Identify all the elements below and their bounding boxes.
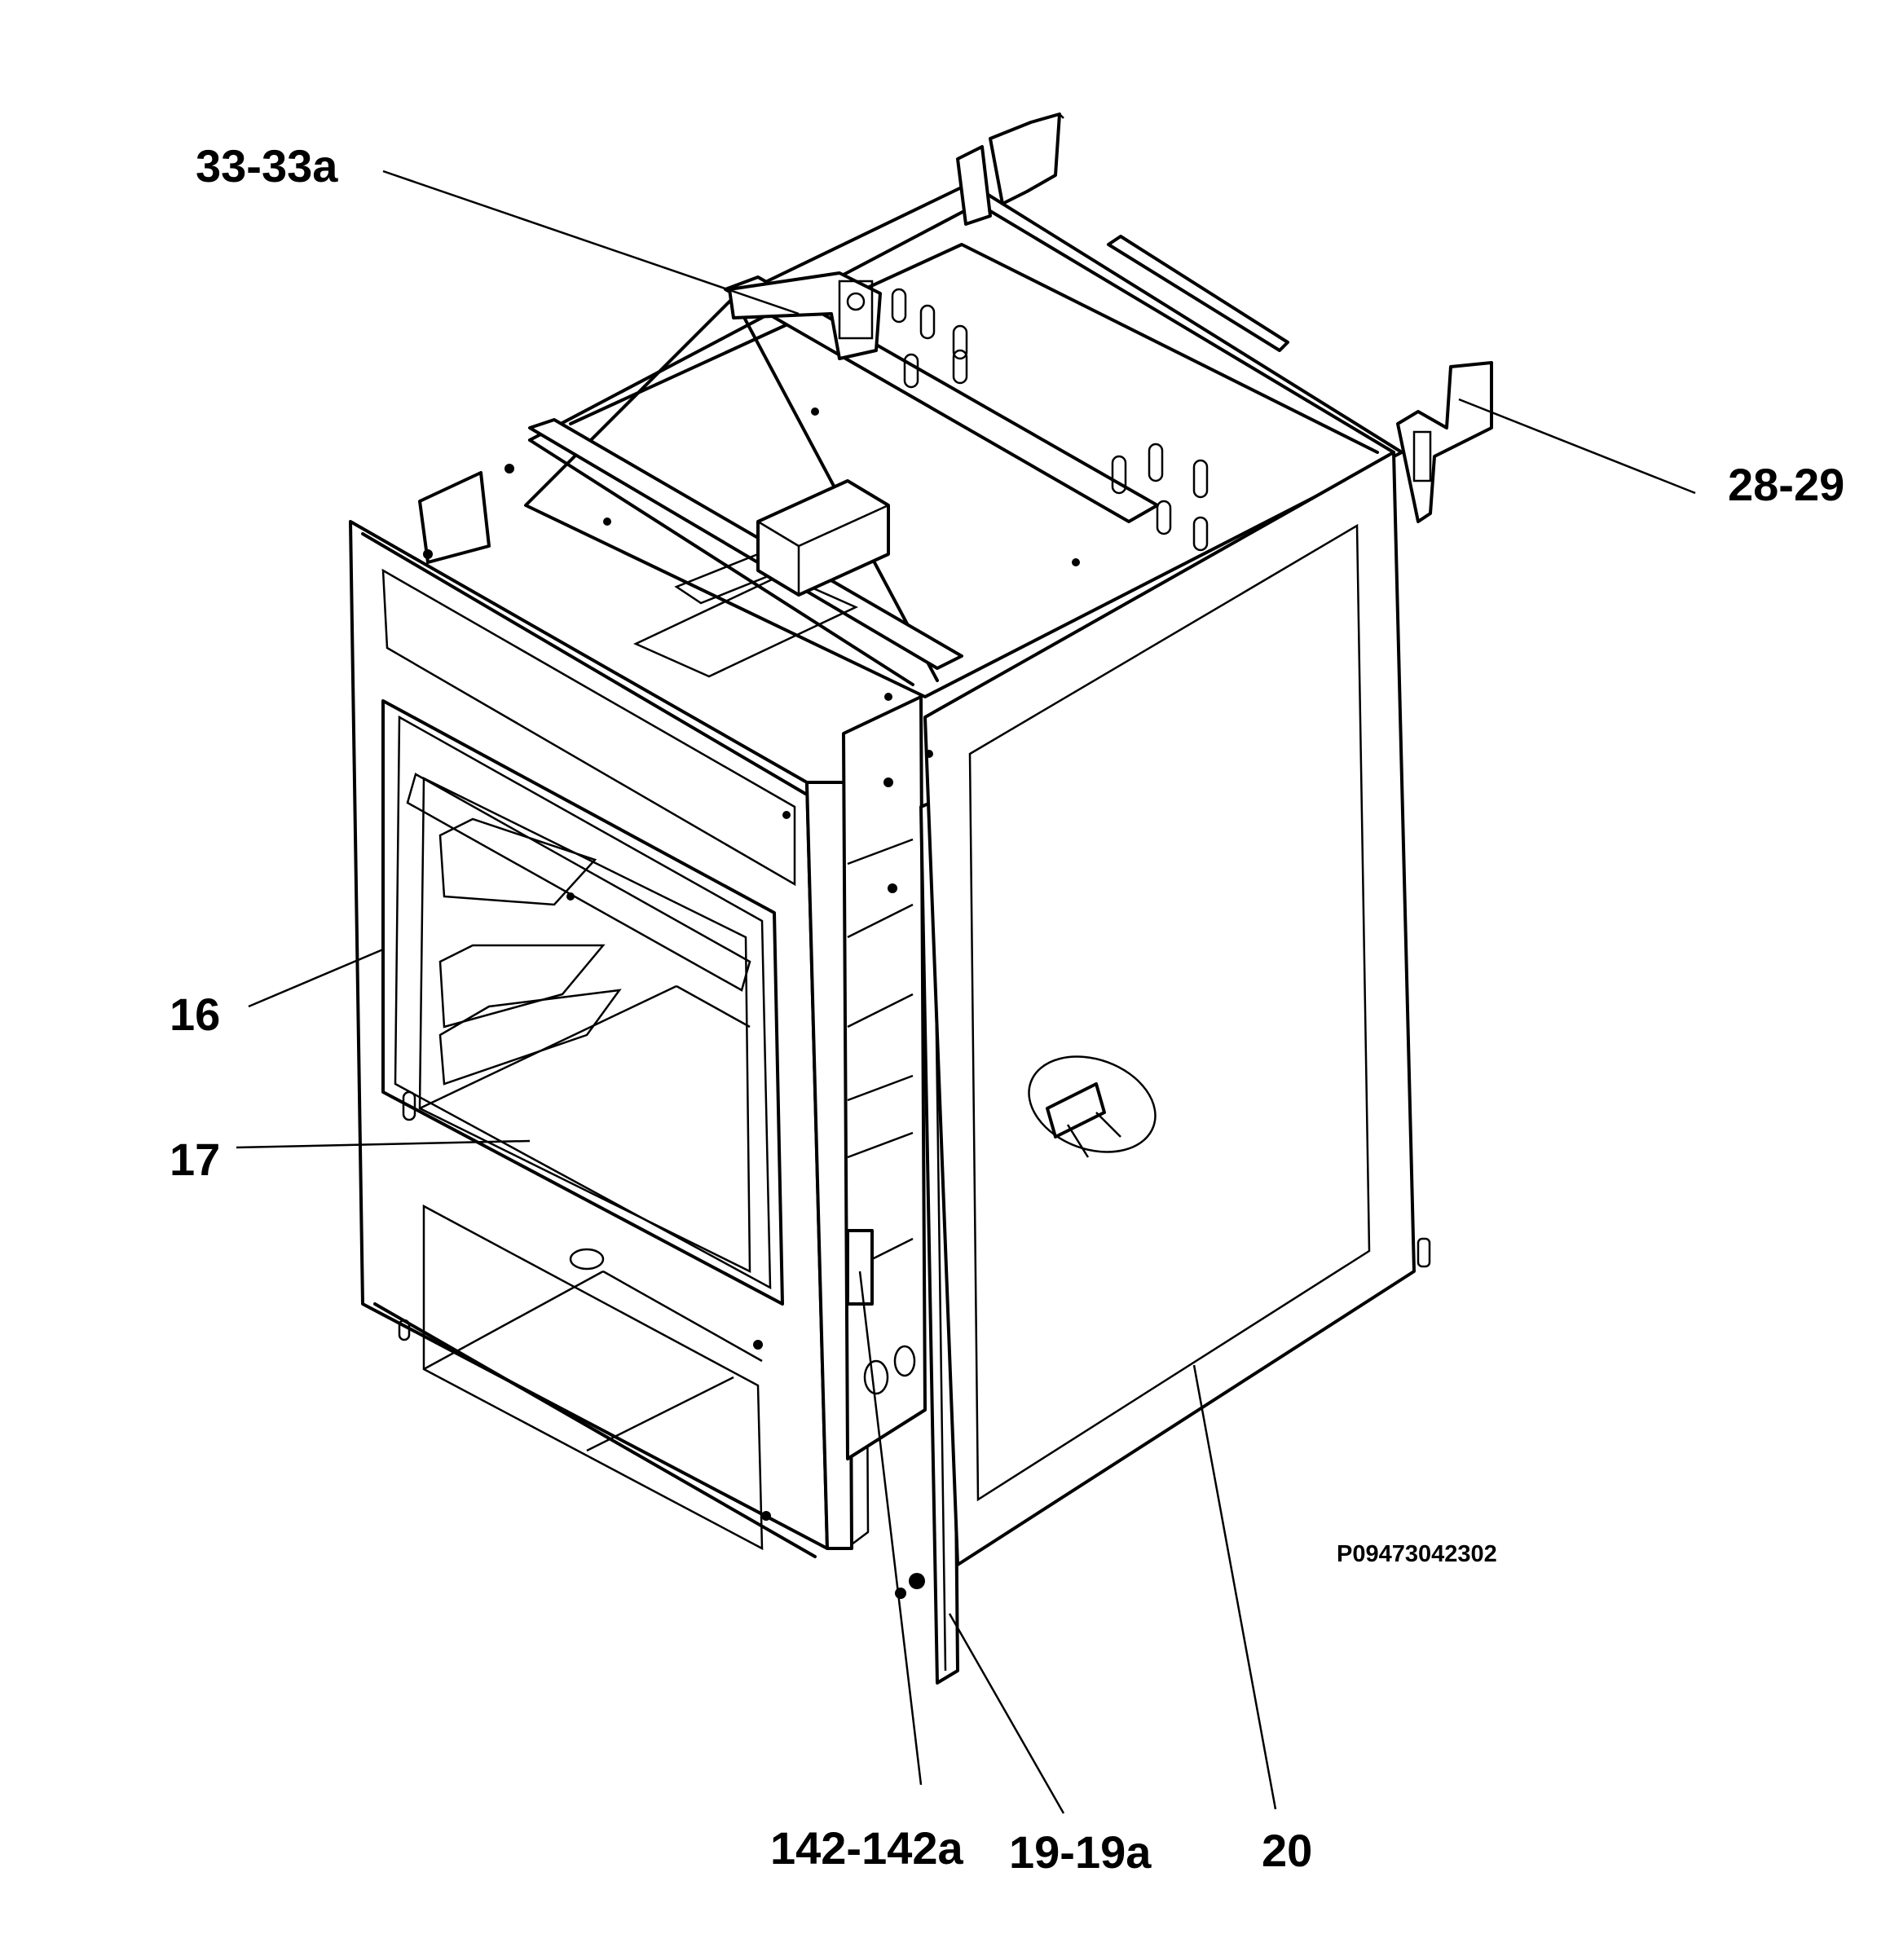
front-frame [349,520,829,1558]
callout-28-29: 28-29 [1728,459,1845,510]
leader-33-33a [382,170,800,315]
callout-20: 20 [1262,1825,1313,1876]
rear-wall-slots [891,288,1209,552]
leader-20 [1192,1364,1277,1810]
right-side-panel [923,451,1431,1566]
middle-column [842,695,927,1460]
leader-19-19a [948,1613,1065,1814]
leader-142-142a [858,1271,923,1786]
top-frame [418,112,1493,698]
callout-33-33a: 33-33a [196,140,338,192]
leader-lines [236,170,1696,1814]
leader-28-29 [1458,398,1696,495]
callout-17: 17 [170,1134,221,1185]
callout-142-142a: 142-142a [770,1822,963,1874]
callout-19-19a: 19-19a [1009,1826,1152,1878]
callout-16: 16 [170,989,221,1040]
leader-16 [248,948,384,1008]
drawing-code: P09473042302 [1337,1541,1497,1567]
leader-17 [236,1139,531,1149]
